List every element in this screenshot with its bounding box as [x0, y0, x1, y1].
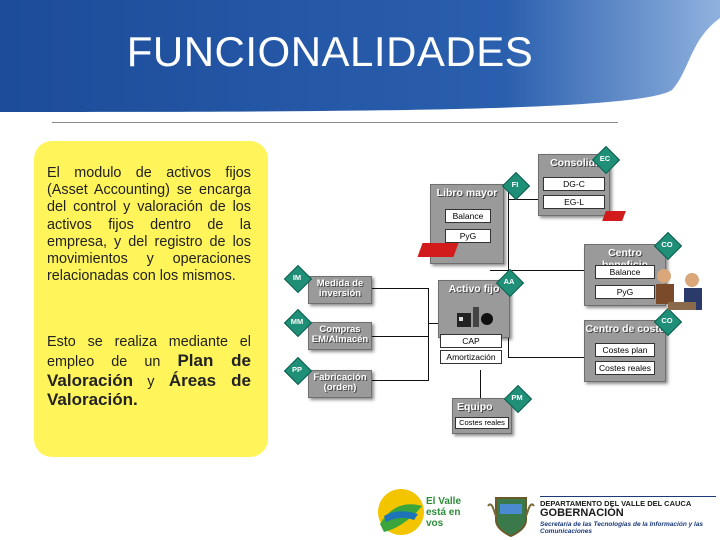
badge-ec-label: EC	[599, 154, 611, 163]
connector	[490, 270, 508, 271]
badge-mm-label: MM	[290, 317, 304, 326]
module-libro-mayor: Libro mayor Balance PyG	[430, 184, 504, 264]
coat-of-arms-icon	[487, 497, 535, 538]
badge-fi-label: FI	[511, 180, 519, 189]
description-panel: El modulo de activos fijos (Asset Accoun…	[34, 141, 268, 457]
el-valle-logo-icon	[378, 489, 424, 535]
divider	[52, 122, 618, 123]
module-medida-inversion: Medida de inversión	[308, 276, 372, 304]
department-name: DEPARTAMENTO DEL VALLE DEL CAUCA	[540, 499, 692, 508]
title-banner-background	[0, 0, 720, 112]
module-title: Centro de coste	[585, 323, 665, 335]
badge-aa-label: AA	[503, 277, 515, 286]
report-page-icon	[417, 243, 459, 257]
divider	[540, 496, 716, 497]
item-pyg: PyG	[445, 229, 491, 243]
module-activo-fijo: Activo fijo	[438, 280, 510, 338]
module-title: Compras EM/Almacén	[311, 324, 369, 345]
people-illustration	[656, 269, 702, 310]
title-banner: FUNCIONALIDADES	[0, 0, 720, 112]
text-segment: Esto se realiza mediante el empleo de un	[47, 334, 251, 370]
badge-im-label: IM	[292, 273, 302, 282]
module-title: Equipo	[457, 401, 493, 413]
term-plan-valoracion: Plan de Valoración	[47, 350, 251, 390]
item-balance: Balance	[595, 265, 655, 279]
factory-icon	[457, 307, 493, 327]
report-page-icon	[602, 211, 626, 221]
connector	[480, 370, 481, 398]
connector	[428, 288, 429, 381]
module-title: Libro mayor	[436, 187, 498, 199]
description-paragraph-2: Esto se realiza mediante el empleo de un…	[47, 334, 251, 411]
secretariat-name: Secretaría de las Tecnologías de la Info…	[540, 521, 704, 535]
item-costes-plan: Costes plan	[595, 343, 655, 357]
badge-co-label: CO	[661, 316, 673, 325]
item-costes-reales: Costes reales	[455, 417, 509, 429]
module-consolid: Consolid. DG-C EG-L	[538, 154, 610, 216]
term-areas-valoracion: Áreas de Valoración.	[47, 370, 251, 410]
module-equipo: Equipo Costes reales	[452, 398, 512, 434]
connector	[508, 270, 586, 271]
item-egl: EG-L	[543, 195, 605, 209]
badge-pm-label: PM	[511, 393, 523, 402]
page-title: FUNCIONALIDADES	[126, 28, 534, 75]
module-title: Fabricación (orden)	[313, 372, 367, 393]
item-dgc: DG-C	[543, 177, 605, 191]
connector	[508, 357, 586, 358]
module-title: Medida de inversión	[316, 278, 364, 299]
connector	[428, 323, 438, 324]
item-costes-reales: Costes reales	[595, 361, 655, 375]
item-cap: CAP	[440, 334, 502, 348]
text-segment: y	[132, 373, 169, 390]
sap-asset-diagram: Consolid. DG-C EG-L EC Libro mayor Balan…	[280, 140, 720, 440]
connector	[508, 199, 540, 200]
el-valle-logo-text: El Valle está en vos	[426, 496, 462, 529]
item-pyg: PyG	[595, 285, 655, 299]
module-title: Consolid.	[550, 157, 598, 169]
item-amortizacion: Amortización	[440, 350, 502, 364]
badge-co-label: CO	[661, 240, 673, 249]
connector	[370, 336, 428, 337]
module-title: Activo fijo	[448, 283, 500, 295]
connector	[370, 288, 428, 289]
governorate-name: GOBERNACIÓN	[540, 507, 624, 519]
module-compras: Compras EM/Almacén	[308, 322, 372, 350]
module-centro-coste: Centro de coste Costes plan Costes reale…	[584, 320, 666, 382]
item-balance: Balance	[445, 209, 491, 223]
module-fabricacion: Fabricación (orden)	[308, 370, 372, 398]
connector	[370, 380, 428, 381]
description-paragraph-1: El modulo de activos fijos (Asset Accoun…	[47, 165, 251, 285]
badge-pp-label: PP	[291, 365, 302, 374]
